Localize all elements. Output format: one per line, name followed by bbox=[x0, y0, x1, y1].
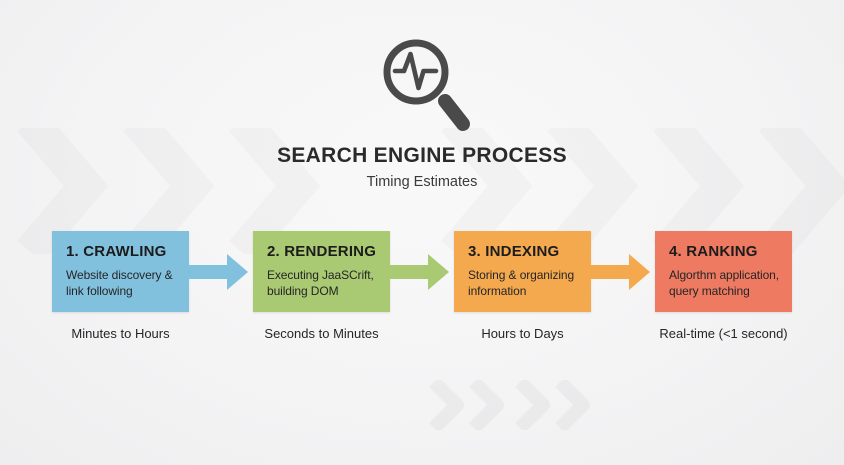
step-title: 2. RENDERING bbox=[267, 243, 377, 260]
step-description: Executing JaaSCrift, building DOM bbox=[267, 268, 374, 298]
arrow-right-icon bbox=[591, 231, 655, 312]
arrow-head bbox=[227, 253, 248, 290]
step-title: 1. CRAWLING bbox=[66, 243, 167, 260]
step-description: Website discovery & link following bbox=[66, 268, 173, 298]
process-step: 2. RENDERING Executing JaaSCrift, buildi… bbox=[253, 231, 390, 341]
arrow-head bbox=[428, 253, 449, 290]
step-description: Storing & organizing information bbox=[468, 268, 575, 298]
page-title: SEARCH ENGINE PROCESS bbox=[277, 144, 567, 167]
arrow-tail bbox=[591, 264, 629, 279]
step-box: 2. RENDERING Executing JaaSCrift, buildi… bbox=[253, 231, 390, 312]
step-box: 3. INDEXING Storing & organizing informa… bbox=[454, 231, 591, 312]
step-box: 1. CRAWLING Website discovery & link fol… bbox=[52, 231, 189, 312]
step-title: 4. RANKING bbox=[669, 243, 758, 260]
arrow-tail bbox=[189, 264, 227, 279]
arrow-head bbox=[629, 253, 650, 290]
step-timing-label: Minutes to Hours bbox=[71, 326, 170, 341]
step-timing-label: Real-time (<1 second) bbox=[659, 326, 788, 341]
arrow-right-icon bbox=[189, 231, 253, 312]
step-timing-label: Seconds to Minutes bbox=[264, 326, 379, 341]
arrow-right-icon bbox=[390, 231, 454, 312]
step-box: 4. RANKING Algorthm application, query m… bbox=[655, 231, 792, 312]
magnifier-pulse-icon bbox=[383, 39, 470, 131]
step-timing-label: Hours to Days bbox=[481, 326, 564, 341]
page-subtitle: Timing Estimates bbox=[366, 174, 478, 190]
process-flow: 1. CRAWLING Website discovery & link fol… bbox=[52, 231, 792, 341]
process-step: 4. RANKING Algorthm application, query m… bbox=[655, 231, 792, 341]
step-description: Algorthm application, query matching bbox=[669, 268, 779, 298]
step-title: 3. INDEXING bbox=[468, 243, 560, 260]
arrow-tail bbox=[390, 264, 428, 279]
process-step: 3. INDEXING Storing & organizing informa… bbox=[454, 231, 591, 341]
process-step: 1. CRAWLING Website discovery & link fol… bbox=[52, 231, 189, 341]
chevron-right-pattern-bottom bbox=[426, 380, 606, 430]
